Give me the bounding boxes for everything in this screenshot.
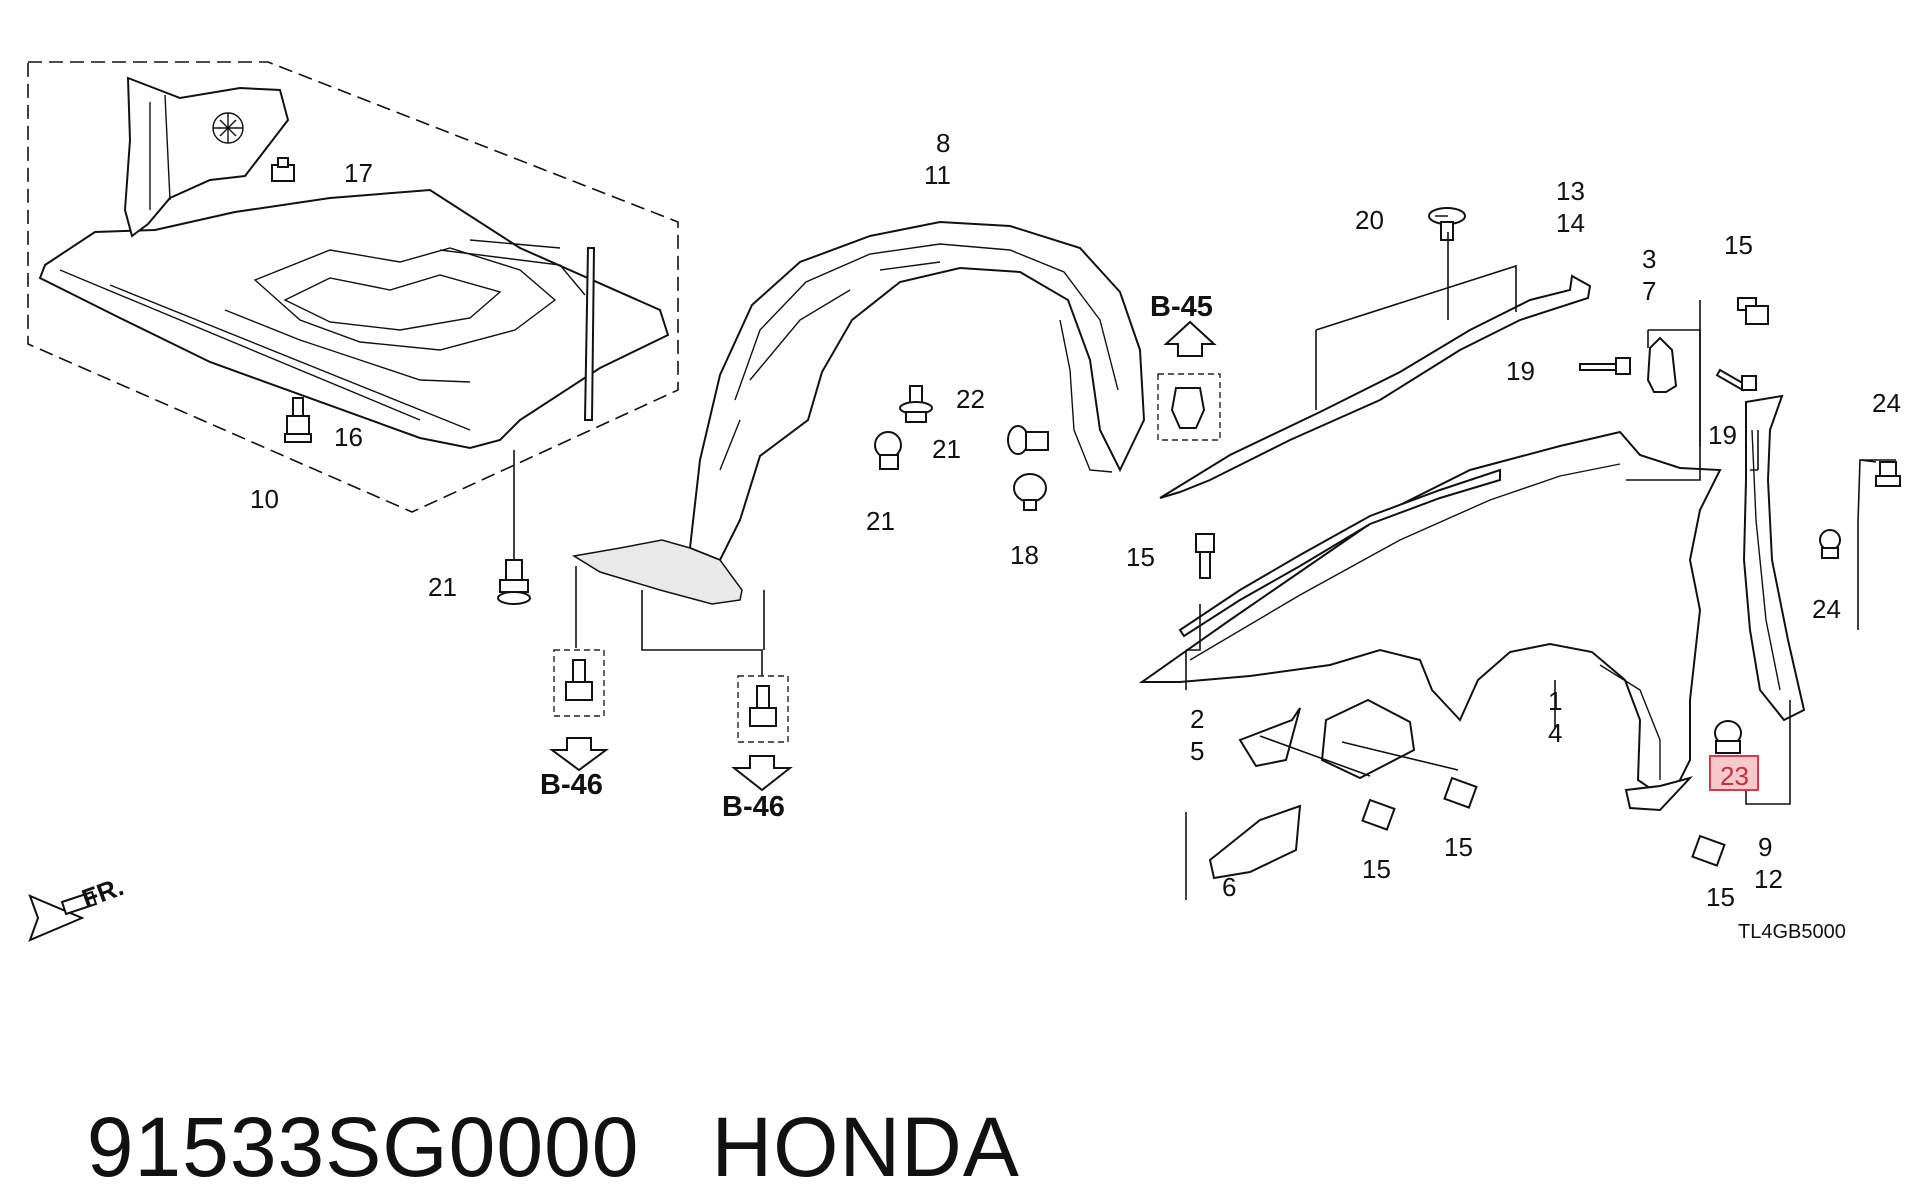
brand-name: HONDA: [711, 1100, 1020, 1194]
callout-1: 1: [1548, 686, 1562, 716]
bolt-16-icon: [284, 397, 312, 443]
diagram-code: TL4GB5000: [1738, 921, 1846, 943]
callout-19-right: 19: [1708, 420, 1737, 450]
footer-caption: 91533SG0000 HONDA: [38, 1002, 1092, 1196]
callout-2: 2: [1190, 704, 1204, 734]
clip-23-icon: [1714, 720, 1742, 754]
clip-21-right-icon: [1007, 425, 1049, 455]
callout-6: 6: [1222, 872, 1236, 902]
front-label: FR.: [78, 871, 128, 914]
b45-clip-box: [1157, 320, 1221, 441]
callout-17: 17: [344, 158, 373, 188]
bolt-15-mid-icon: [1195, 533, 1215, 579]
callout-9: 9: [1758, 832, 1772, 862]
ref-b45: B-45: [1150, 291, 1213, 323]
callout-21-right: 21: [932, 434, 961, 464]
clip-21-left-icon: [497, 450, 531, 605]
parts-diagram: 17 16 10 21 8 11 22 21 21 18 15 20 13 14…: [27, 61, 1901, 943]
callout-18: 18: [1010, 540, 1039, 570]
fender-group: [1138, 274, 1806, 900]
callout-22: 22: [956, 384, 985, 414]
callout-3: 3: [1642, 244, 1656, 274]
b46-right-clip-box: [731, 675, 793, 792]
bolt-15-bottom-icons: [1361, 776, 1726, 867]
clip-17-icon: [271, 157, 295, 182]
callout-labels: 17 16 10 21 8 11 22 21 21 18 15 20 13 14…: [78, 128, 1901, 943]
callout-20: 20: [1355, 205, 1384, 235]
callout-10: 10: [250, 484, 279, 514]
callout-14: 14: [1556, 208, 1585, 238]
callout-8: 8: [936, 128, 950, 158]
callout-24-bottom: 24: [1812, 594, 1841, 624]
callout-24-top: 24: [1872, 388, 1901, 418]
inner-fender-group: [571, 220, 1146, 605]
callout-5: 5: [1190, 736, 1204, 766]
clip-20-icon: [1428, 207, 1466, 241]
screw-22-icon: [899, 385, 933, 423]
callout-15-bottom-b: 15: [1444, 832, 1473, 862]
callout-21-mid: 21: [866, 506, 895, 536]
under-cover-group: [27, 61, 679, 513]
bracket-3-7-icon: [1646, 336, 1678, 393]
highlight-box-23: [1709, 755, 1759, 791]
callout-7: 7: [1642, 276, 1656, 306]
bolt-19-right-icon: [1715, 368, 1757, 392]
callout-16: 16: [334, 422, 363, 452]
callout-12: 12: [1754, 864, 1783, 894]
callout-23: 23: [1720, 761, 1749, 791]
ref-b46-left: B-46: [540, 769, 603, 801]
front-direction-arrow-icon: [28, 890, 98, 942]
callout-21-left: 21: [428, 572, 457, 602]
nut-24-bottom-icon: [1819, 529, 1841, 559]
callout-15-bottom-a: 15: [1362, 854, 1391, 884]
bolt-15-topright-icon: [1737, 297, 1769, 325]
callout-15-mid: 15: [1126, 542, 1155, 572]
clip-21-mid-icon: [874, 431, 902, 470]
callout-13: 13: [1556, 176, 1585, 206]
ref-b46-right: B-46: [722, 791, 785, 823]
bolt-19-left-icon: [1579, 357, 1631, 375]
b46-left-clip-box: [548, 649, 610, 772]
clip-18-icon: [1013, 473, 1047, 511]
part-number: 91533SG0000: [86, 1100, 640, 1194]
callout-15-bottom-c: 15: [1706, 882, 1735, 912]
callout-19-left: 19: [1506, 356, 1535, 386]
callout-11: 11: [924, 160, 951, 190]
nut-24-top-icon: [1875, 461, 1901, 487]
callout-4: 4: [1548, 718, 1562, 748]
callout-15-topright: 15: [1724, 230, 1753, 260]
